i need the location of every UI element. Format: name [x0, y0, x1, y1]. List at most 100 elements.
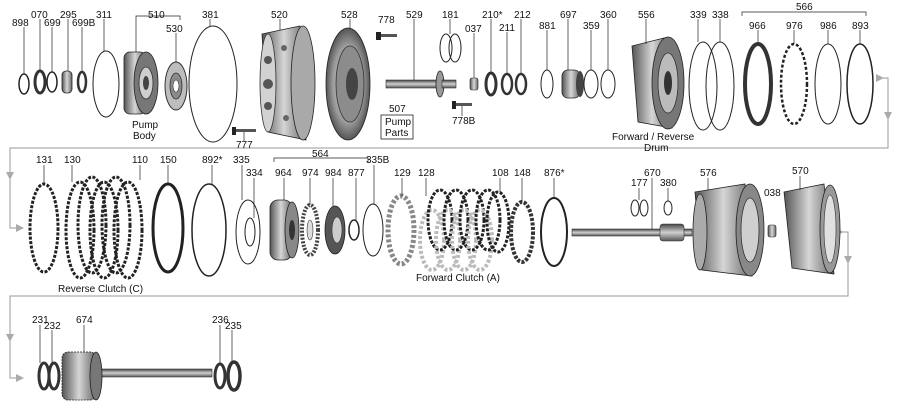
label-128: 128 [418, 168, 435, 179]
part-966 [743, 42, 773, 126]
row-2-clutch-group [28, 175, 841, 280]
pump-parts-caption-line1: Pump [385, 117, 412, 128]
part-877 [348, 219, 360, 241]
label-231: 231 [32, 315, 49, 326]
pump-parts-box [380, 114, 414, 140]
label-131: 131 [36, 155, 53, 166]
forward-reverse-drum-caption-line2: Drum [644, 143, 668, 154]
label-974: 974 [302, 168, 319, 179]
pump-parts-caption-line2: Parts [385, 128, 408, 139]
part-359 [583, 69, 599, 99]
label-130: 130 [64, 155, 81, 166]
part-898 [18, 73, 30, 95]
label-530: 530 [166, 24, 183, 35]
part-520-pump-housing [259, 25, 316, 141]
label-181: 181 [442, 10, 459, 21]
part-556-forward-reverse-drum [631, 36, 685, 130]
label-335: 335 [233, 155, 250, 166]
pump-body-caption-line2: Body [133, 131, 156, 142]
label-177: 177 [631, 178, 648, 189]
label-699: 699 [44, 18, 61, 29]
part-974-spring [300, 203, 320, 257]
part-530-pump-gears [164, 61, 188, 111]
label-212: 212 [514, 10, 531, 21]
leader-lines [23, 11, 867, 364]
part-335b [362, 203, 384, 257]
label-877: 877 [348, 168, 365, 179]
label-670: 670 [644, 168, 661, 179]
label-334: 334 [246, 168, 263, 179]
part-778b-bolt [452, 101, 472, 109]
part-876 [540, 197, 568, 267]
label-359: 359 [583, 21, 600, 32]
part-381 [188, 25, 238, 143]
part-338 [705, 41, 735, 131]
part-778-bolt [376, 32, 397, 40]
pump-body-caption-line1: Pump [132, 120, 159, 131]
label-984: 984 [325, 168, 342, 179]
row-3-output-group [37, 351, 242, 401]
label-380: 380 [660, 178, 677, 189]
label-211: 211 [499, 23, 515, 34]
label-338: 338 [712, 10, 729, 21]
part-674-output-shaft [61, 351, 213, 401]
part-128-forward-clutch-stack [418, 188, 502, 272]
label-295: 295 [60, 10, 77, 21]
label-892: 892* [202, 155, 223, 166]
part-976 [779, 42, 809, 126]
part-177-seals [630, 199, 649, 217]
part-984 [324, 205, 346, 255]
label-528: 528 [341, 10, 358, 21]
part-964-piston [269, 199, 300, 261]
part-number-labels: 898 070 699 295 699B 311 510 530 381 520… [12, 2, 869, 332]
forward-reverse-drum-caption-line1: Forward / Reverse [612, 132, 695, 143]
label-070: 070 [31, 10, 48, 21]
group-captions: Pump Body Pump Parts Forward / Reverse D… [58, 117, 695, 295]
part-311 [92, 50, 120, 118]
label-777: 777 [236, 140, 253, 151]
part-510-pump-body [123, 51, 159, 115]
label-108: 108 [492, 168, 509, 179]
label-976: 976 [786, 21, 803, 32]
label-964: 964 [275, 168, 292, 179]
label-520: 520 [271, 10, 288, 21]
part-131 [28, 182, 60, 274]
forward-clutch-caption: Forward Clutch (A) [416, 273, 500, 284]
part-380 [663, 200, 673, 216]
label-966: 966 [749, 21, 766, 32]
label-360: 360 [600, 10, 617, 21]
part-038 [767, 224, 777, 238]
label-510: 510 [148, 10, 165, 21]
label-148: 148 [514, 168, 531, 179]
part-108 [485, 190, 511, 254]
reverse-clutch-caption: Reverse Clutch (C) [58, 284, 143, 295]
part-334 [244, 217, 256, 247]
part-881 [540, 69, 554, 99]
part-893 [846, 43, 874, 125]
flow-path [6, 74, 892, 382]
part-232 [47, 361, 61, 391]
part-295 [61, 70, 73, 94]
label-564: 564 [312, 149, 329, 160]
part-986 [814, 43, 842, 125]
label-339: 339 [690, 10, 707, 21]
part-148 [509, 200, 535, 264]
label-529: 529 [406, 10, 423, 21]
part-181-seals [439, 33, 462, 63]
part-697-bearing [561, 69, 584, 99]
label-576: 576 [700, 168, 717, 179]
label-570: 570 [792, 166, 809, 177]
label-986: 986 [820, 21, 837, 32]
label-236: 236 [212, 315, 229, 326]
label-778b: 778B [452, 116, 476, 127]
part-777-bolt [232, 127, 256, 135]
part-210 [484, 71, 498, 97]
part-130-110-reverse-clutch-stack [64, 175, 144, 280]
part-529-shaft [385, 70, 457, 98]
part-892 [191, 183, 227, 277]
part-150 [151, 182, 185, 274]
part-570-ring-gear [783, 183, 841, 275]
part-235 [226, 360, 242, 392]
label-235: 235 [225, 321, 242, 332]
